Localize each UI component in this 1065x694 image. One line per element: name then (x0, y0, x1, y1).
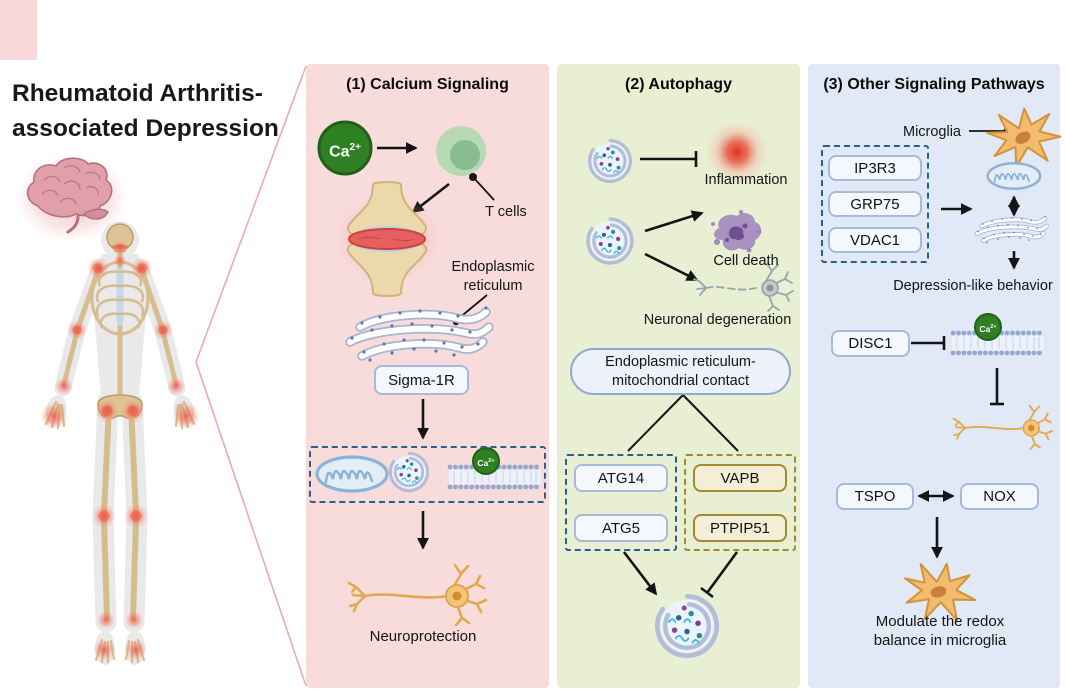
panel1-title: (1) Calcium Signaling (346, 76, 509, 93)
nox-box: NOX (960, 483, 1039, 510)
tspo-box: TSPO (836, 483, 914, 510)
neuronal-degeneration-label: Neuronal degeneration (643, 312, 792, 328)
er-label: Endoplasmic reticulum (451, 259, 535, 294)
ptpip51-box: PTPIP51 (693, 514, 787, 542)
calcium-ion-label: Ca2+ (329, 142, 361, 161)
corner-accent (0, 0, 37, 60)
panel3-title: (3) Other Signaling Pathways (823, 76, 1045, 93)
calcium-ion-label: Ca2+ (979, 323, 997, 334)
redox-balance-label: Modulate the redox balance in microglia (873, 613, 1007, 649)
cell-death-label: Cell death (713, 253, 779, 269)
atg5-box: ATG5 (574, 514, 668, 542)
disc1-box: DISC1 (831, 330, 910, 357)
mam-dashed-box (309, 446, 546, 503)
microglia-label: Microglia (902, 124, 961, 140)
vdac1-box: VDAC1 (828, 227, 922, 253)
atg-dashed-box (565, 454, 677, 551)
panel2-title: (2) Autophagy (625, 76, 732, 93)
vapb-ptpip51-dashed-box (684, 454, 796, 551)
figure-title: Rheumatoid Arthritis- associated Depress… (12, 76, 279, 146)
ip3r3-box: IP3R3 (828, 155, 922, 181)
depression-behavior-label: Depression-like behavior (893, 278, 1053, 294)
grp75-box: GRP75 (828, 191, 922, 217)
figure-title-line2: associated Depression (12, 115, 279, 142)
er-mito-contact-box: Endoplasmic reticulum- mitochondrial con… (570, 348, 791, 395)
ip3r3-grp75-vdac1-dashed-box (821, 145, 929, 263)
t-cells-label: T cells (485, 204, 527, 220)
brain-icon (16, 154, 128, 242)
neuroprotection-label: Neuroprotection (369, 628, 477, 645)
sigma-1r-box: Sigma-1R (374, 365, 469, 395)
figure-title-line1: Rheumatoid Arthritis- (12, 80, 263, 107)
vapb-box: VAPB (693, 464, 787, 492)
arthritic-skeleton-icon (40, 221, 200, 665)
atg14-box: ATG14 (574, 464, 668, 492)
inflammation-label: Inflammation (704, 172, 788, 188)
calcium-ion-label: Ca2+ (477, 457, 495, 468)
